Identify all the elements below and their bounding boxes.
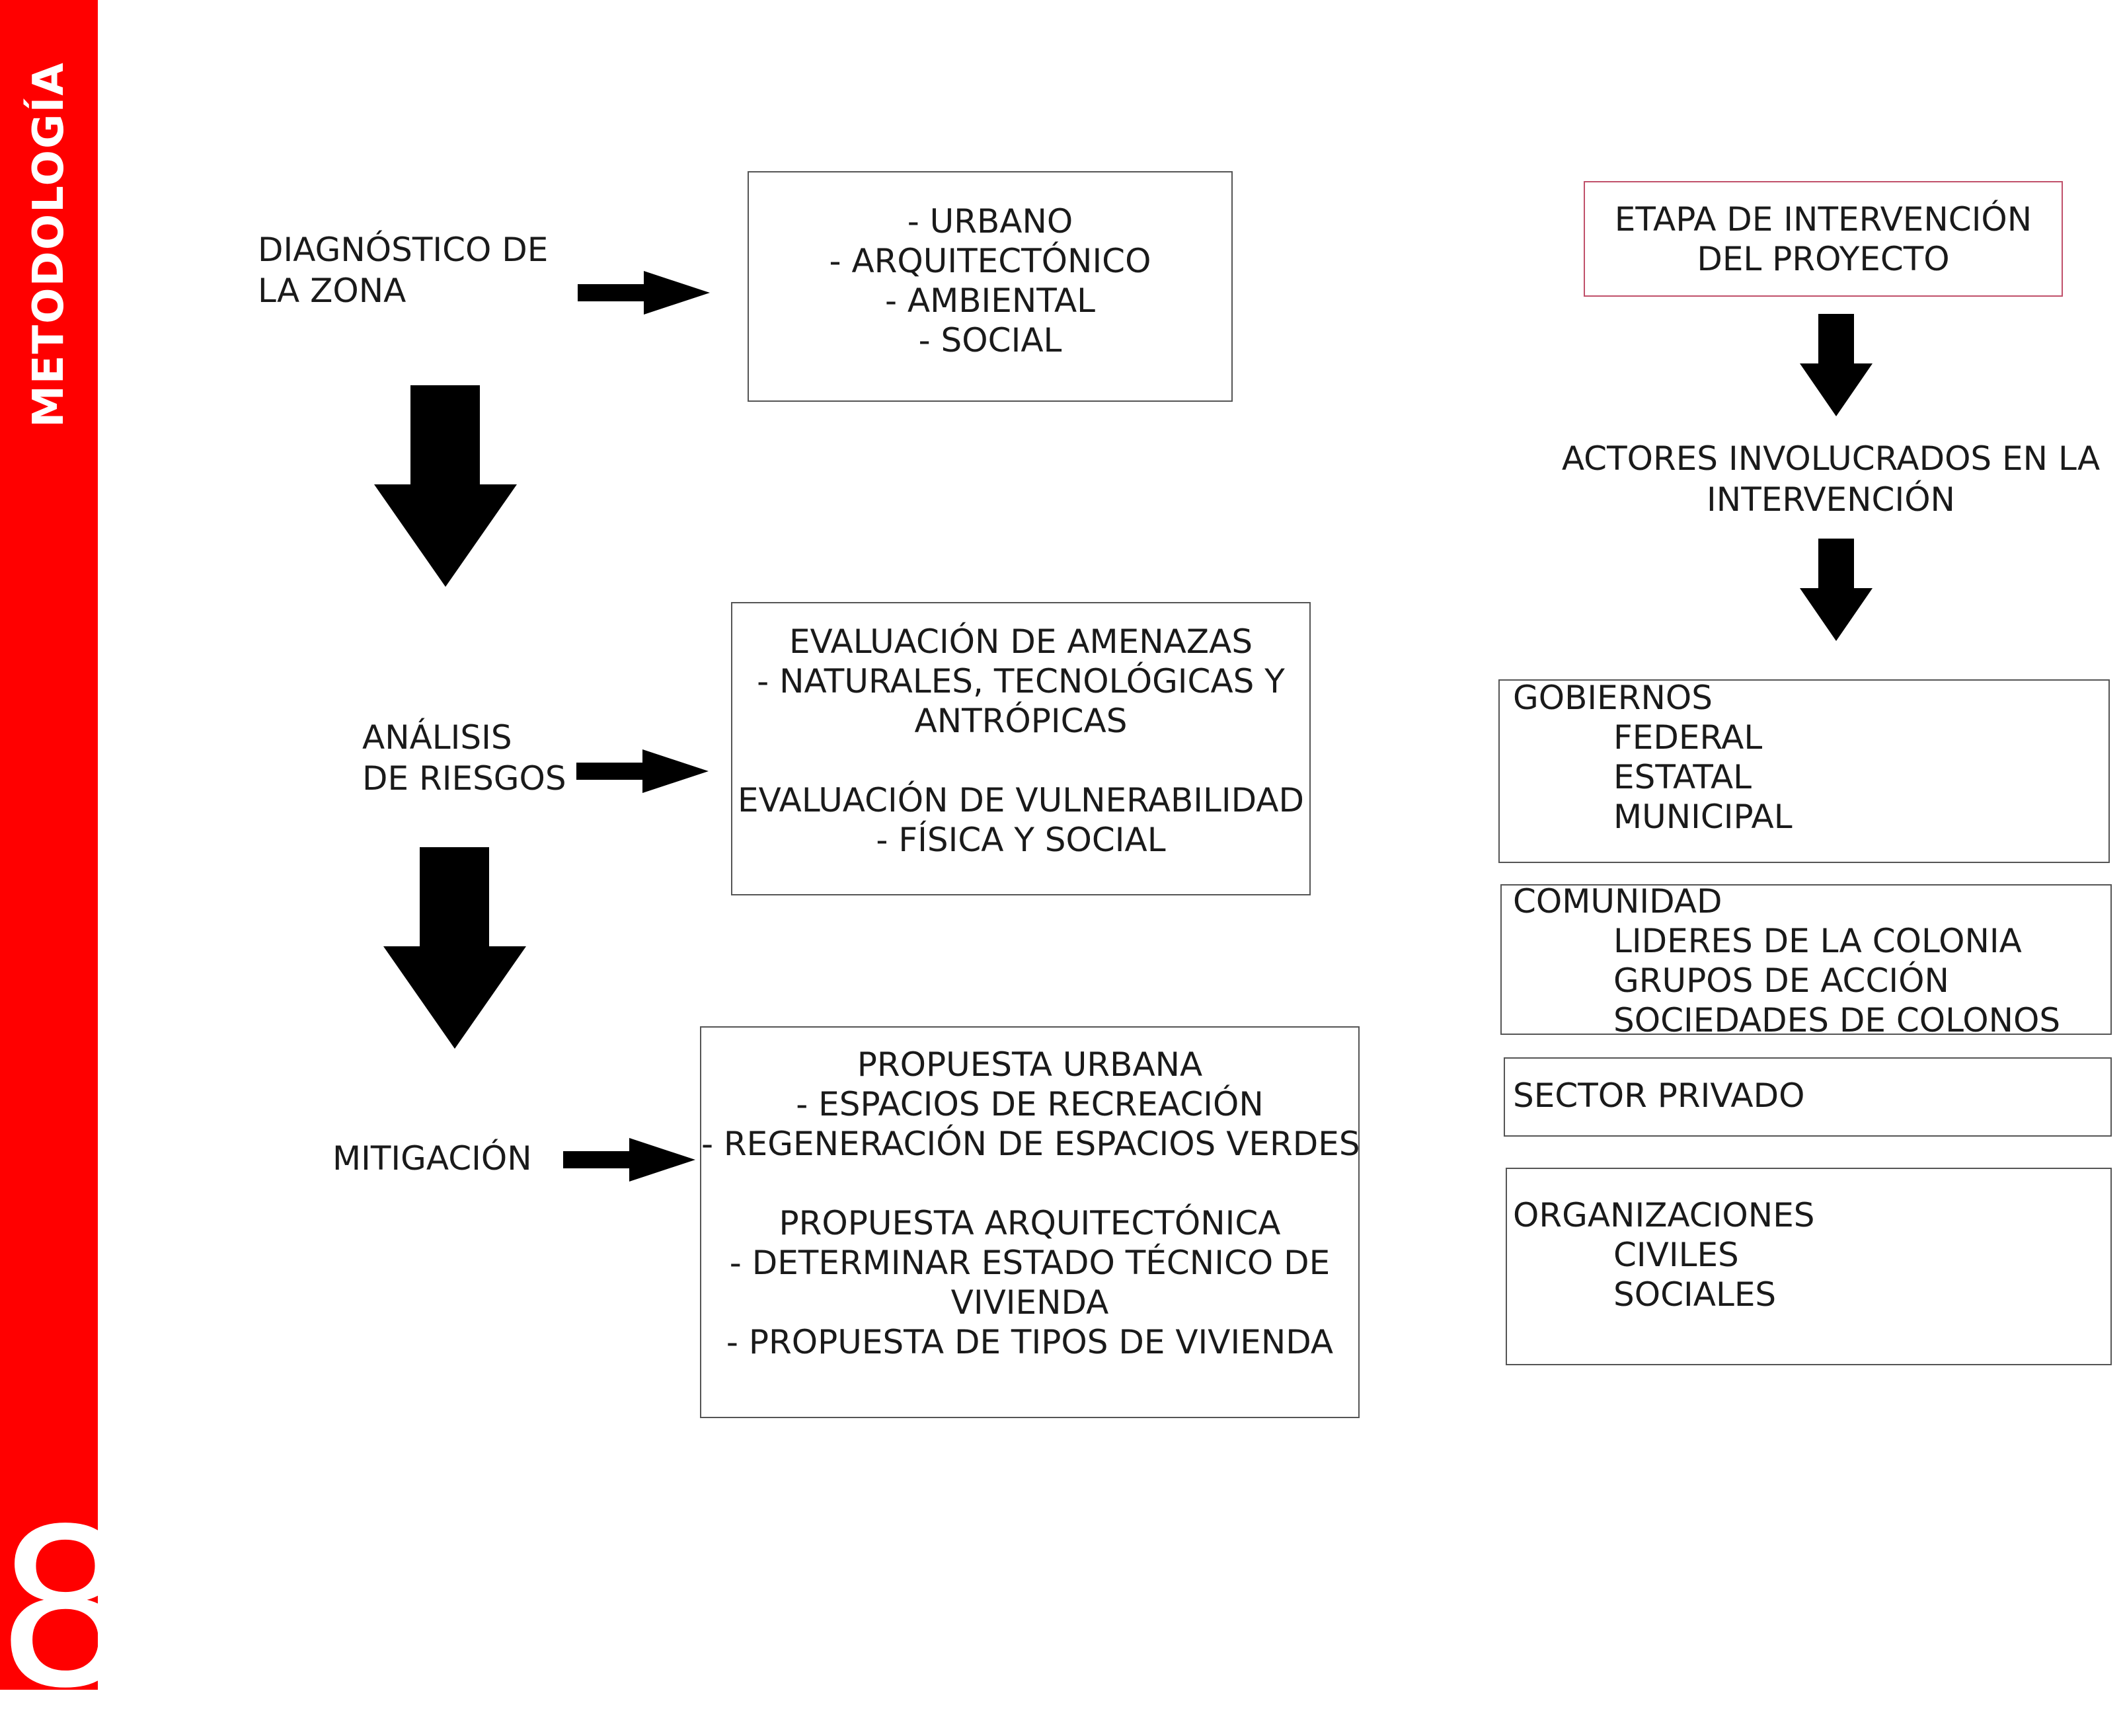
detail-box-analisis: EVALUACIÓN DE AMENAZAS - NATURALES, TECN… xyxy=(731,602,1311,895)
actor-item-federal: FEDERAL xyxy=(1613,718,1763,757)
detail-text-diagnostico: - URBANO - ARQUITECTÓNICO - AMBIENTAL - … xyxy=(829,202,1151,359)
page-number: 8 xyxy=(0,1482,135,1736)
stage-box: ETAPA DE INTERVENCIÓN DEL PROYECTO xyxy=(1584,181,2063,297)
actor-heading-sector-privado: SECTOR PRIVADO xyxy=(1513,1076,1805,1115)
actor-box-gobiernos: GOBIERNOS FEDERAL ESTATAL MUNICIPAL xyxy=(1498,679,2110,863)
arrow-right-2 xyxy=(576,749,709,793)
actor-item-municipal: MUNICIPAL xyxy=(1613,798,1793,836)
actor-item-sociedades: SOCIEDADES DE COLONOS xyxy=(1613,1001,2061,1039)
arrow-down-2 xyxy=(383,847,526,1049)
actors-title: ACTORES INVOLUCRADOS EN LA INTERVENCIÓN xyxy=(1561,439,2101,519)
actor-heading-organizaciones: ORGANIZACIONES xyxy=(1513,1196,1815,1234)
actor-item-civiles: CIVILES xyxy=(1613,1236,1739,1274)
actor-heading-gobiernos: GOBIERNOS xyxy=(1513,679,1713,717)
arrow-down-1 xyxy=(374,385,517,587)
actor-box-comunidad: COMUNIDAD LIDERES DE LA COLONIA GRUPOS D… xyxy=(1500,882,2112,1039)
step-label-analisis: ANÁLISIS DE RIESGOS xyxy=(362,718,566,798)
actor-item-lideres: LIDERES DE LA COLONIA xyxy=(1613,922,2022,960)
arrow-down-3 xyxy=(1800,314,1873,416)
actor-box-sector-privado: SECTOR PRIVADO xyxy=(1504,1057,2112,1137)
actor-item-estatal: ESTATAL xyxy=(1613,758,1752,796)
arrow-right-1 xyxy=(578,271,710,315)
sidebar: METODOLOGÍA 8 xyxy=(0,0,135,1718)
actor-item-sociales: SOCIALES xyxy=(1613,1275,1777,1314)
step-label-diagnostico: DIAGNÓSTICO DE LA ZONA xyxy=(258,231,549,310)
detail-box-mitigacion: PROPUESTA URBANA - ESPACIOS DE RECREACIÓ… xyxy=(700,1026,1360,1418)
section-title: METODOLOGÍA xyxy=(24,61,73,428)
actor-heading-comunidad: COMUNIDAD xyxy=(1513,882,1722,921)
step-label-mitigacion: MITIGACIÓN xyxy=(332,1139,532,1178)
actor-item-grupos: GRUPOS DE ACCIÓN xyxy=(1613,962,1949,1000)
actor-box-organizaciones: ORGANIZACIONES CIVILES SOCIALES xyxy=(1506,1168,2112,1365)
detail-text-analisis: EVALUACIÓN DE AMENAZAS - NATURALES, TECN… xyxy=(738,623,1304,859)
stage-text: ETAPA DE INTERVENCIÓN DEL PROYECTO xyxy=(1614,200,2032,278)
arrow-down-4 xyxy=(1800,539,1873,641)
arrow-right-3 xyxy=(563,1138,695,1182)
detail-text-mitigacion: PROPUESTA URBANA - ESPACIOS DE RECREACIÓ… xyxy=(701,1045,1360,1361)
detail-box-diagnostico: - URBANO - ARQUITECTÓNICO - AMBIENTAL - … xyxy=(748,171,1233,402)
